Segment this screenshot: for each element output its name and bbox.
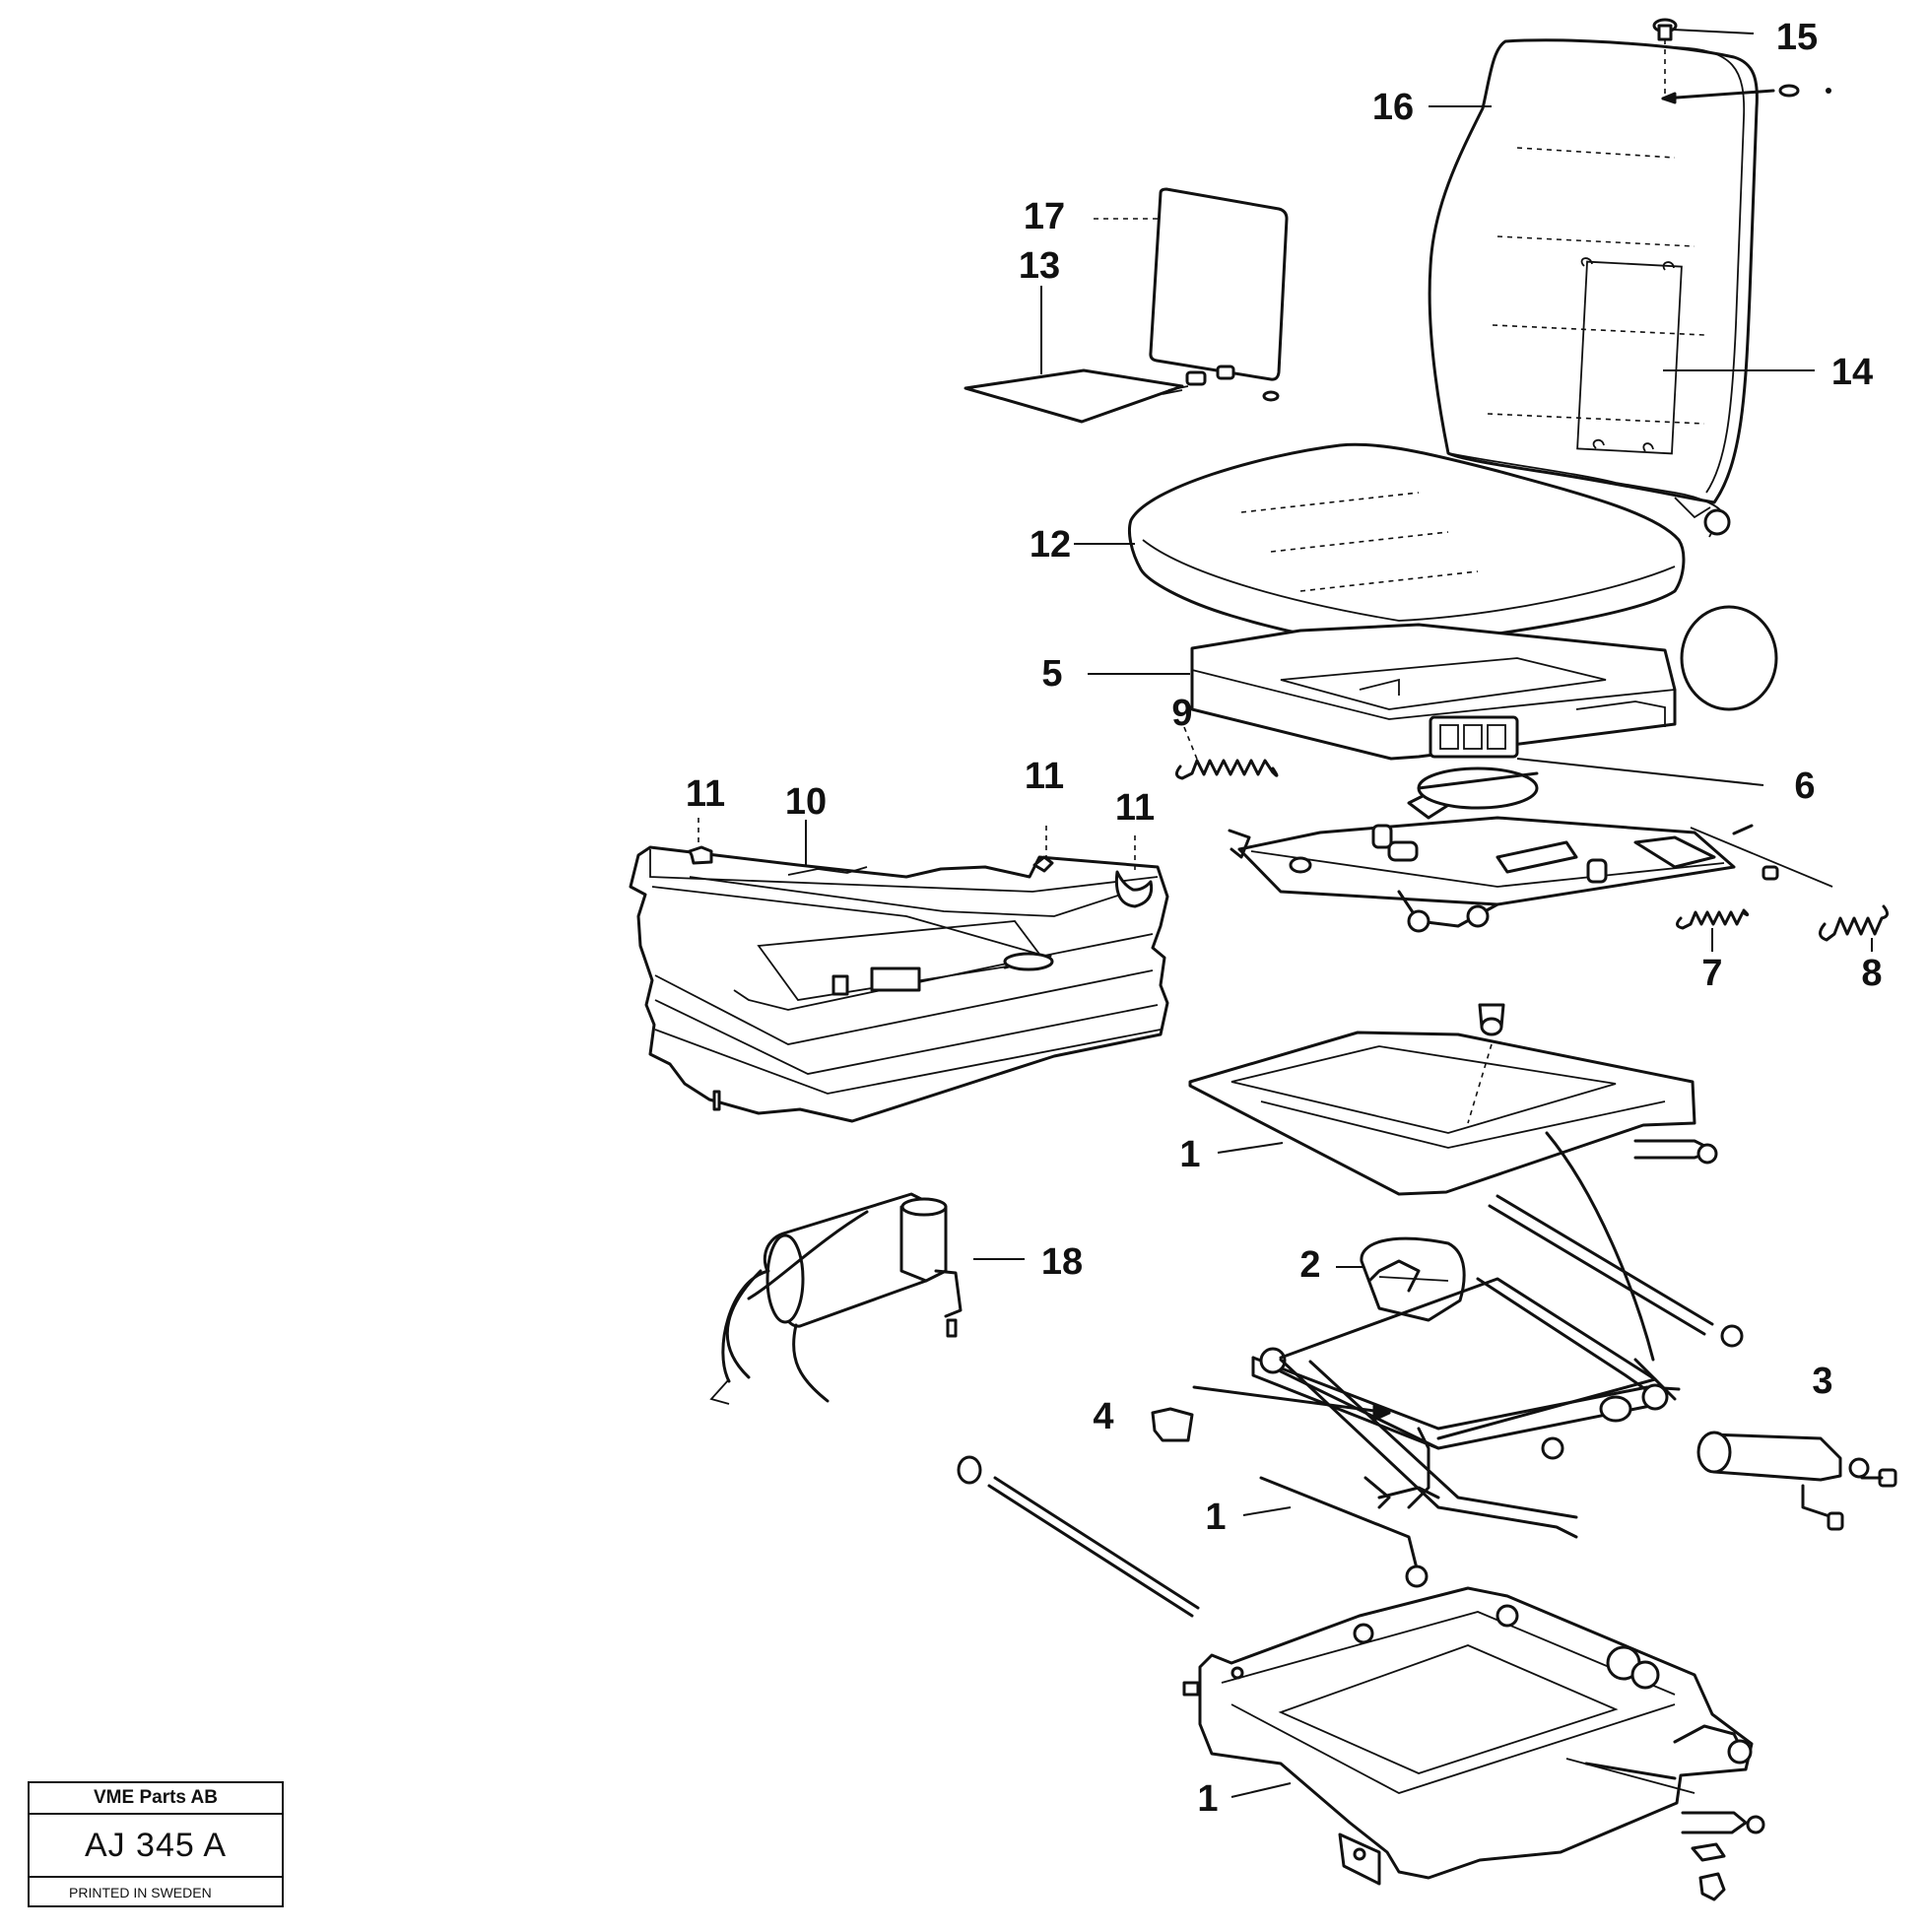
part-scissor [1251,1259,1681,1588]
callout-1b: 1 [1205,1497,1226,1538]
part-seat-cushion [1127,442,1686,648]
callout-14: 14 [1831,352,1873,393]
part-bellows [629,845,1169,1123]
part-mechanism [1175,759,1889,942]
printed-note: PRINTED IN SWEDEN [69,1885,212,1900]
callout-5: 5 [1041,653,1062,695]
callout-11c: 11 [1115,787,1155,829]
part-upper-frame [1188,1003,1718,1362]
part-knob [1652,18,1831,104]
callout-1c: 1 [1197,1778,1218,1820]
callout-8: 8 [1861,953,1882,994]
callout-18: 18 [1041,1241,1083,1283]
part-cylinder [1696,1431,1897,1531]
callout-2: 2 [1299,1244,1320,1286]
callout-15: 15 [1776,17,1818,58]
part-rod-lower [957,1455,1200,1618]
part-slide-frame [1190,605,1778,761]
part-clips [688,845,1154,908]
part-base-frame [1182,1586,1765,1901]
callout-6: 6 [1794,766,1815,807]
callout-12: 12 [1030,524,1071,566]
callout-4: 4 [1093,1396,1113,1437]
callout-10: 10 [785,781,827,823]
callout-11b: 11 [1025,756,1064,797]
callouts: 1 1 1 2 3 4 5 6 7 8 9 10 11 11 11 12 13 … [686,17,1883,1820]
title-block: VME Parts AB AJ 345 A PRINTED IN SWEDEN [28,1781,284,1907]
leader-lines [698,29,1873,1798]
callout-11a: 11 [686,773,725,815]
part-bracket-4 [1151,1385,1391,1442]
company-name: VME Parts AB [30,1783,282,1815]
callout-3: 3 [1812,1361,1832,1402]
callout-9: 9 [1171,693,1192,734]
drawing-number: AJ 345 A [30,1815,282,1878]
callout-17: 17 [1024,196,1065,237]
part-panel [1149,187,1289,381]
part-bracket [1360,1236,1466,1322]
callout-16: 16 [1372,87,1414,128]
callout-7: 7 [1701,953,1722,994]
callout-1a: 1 [1179,1134,1200,1175]
callout-13: 13 [1019,245,1060,287]
part-cushion-plate [964,365,1280,424]
part-rod-upper [1488,1194,1744,1348]
part-motor [709,1192,963,1405]
part-backrest [1428,38,1759,538]
